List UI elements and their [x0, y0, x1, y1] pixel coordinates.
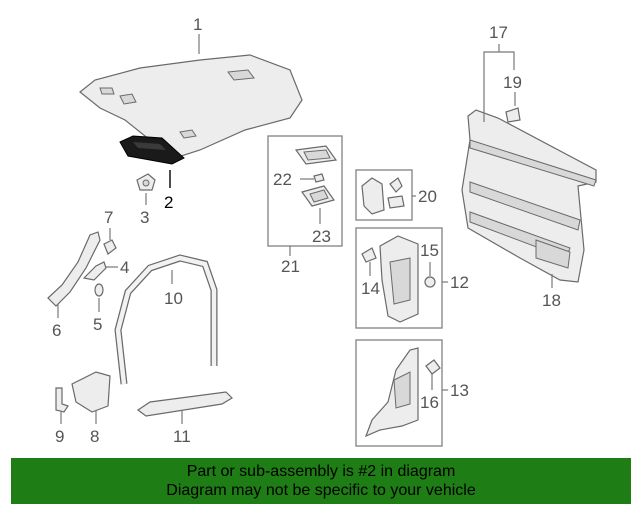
- callout-7: 7: [104, 208, 113, 227]
- clip-14-part[interactable]: [361, 247, 377, 263]
- callout-11: 11: [173, 427, 191, 446]
- weatherstrip-part[interactable]: [114, 254, 218, 385]
- b-pillar-lower-box: [355, 339, 443, 447]
- visor-holder-part[interactable]: [136, 173, 156, 191]
- callout-16: 16: [420, 393, 439, 412]
- b-pillar-box: [355, 227, 443, 329]
- info-banner: Part or sub-assembly is #2 in diagram Di…: [11, 458, 631, 504]
- clip-9-part[interactable]: [55, 387, 69, 413]
- clip-19-part[interactable]: [505, 107, 521, 123]
- part-20-box: [355, 169, 413, 221]
- callout-19: 19: [503, 73, 522, 92]
- callout-6: 6: [52, 321, 61, 340]
- b-pillar-upper-part[interactable]: [379, 235, 419, 323]
- callout-8: 8: [90, 427, 99, 446]
- callout-18: 18: [542, 291, 561, 310]
- back-panel-part[interactable]: [461, 109, 597, 283]
- callout-15: 15: [420, 241, 439, 260]
- callout-12: 12: [450, 273, 469, 292]
- callout-2: 2: [164, 193, 173, 212]
- kick-panel-part[interactable]: [71, 371, 111, 413]
- sun-visor-part[interactable]: [119, 135, 185, 165]
- callout-22: 22: [273, 170, 292, 189]
- lens-23-part[interactable]: [301, 185, 335, 207]
- a-pillar-trim-part[interactable]: [47, 231, 101, 307]
- headliner-part[interactable]: [79, 54, 303, 159]
- grommet-5-part[interactable]: [94, 283, 104, 297]
- scuff-plate-part[interactable]: [136, 391, 233, 417]
- callout-3: 3: [140, 208, 149, 227]
- callout-14: 14: [361, 279, 380, 298]
- dome-lamp-part[interactable]: [294, 145, 338, 165]
- fastener-15-part[interactable]: [424, 276, 436, 288]
- callout-20: 20: [418, 187, 437, 206]
- clip-16-part[interactable]: [425, 359, 441, 375]
- callout-10: 10: [164, 289, 183, 308]
- callout-4: 4: [120, 258, 129, 277]
- banner-line-2: Diagram may not be specific to your vehi…: [166, 482, 476, 499]
- callout-5: 5: [93, 315, 102, 334]
- callout-13: 13: [450, 381, 469, 400]
- dome-lamp-box: [267, 135, 343, 247]
- callout-1: 1: [193, 15, 202, 34]
- clip-7-part[interactable]: [103, 239, 117, 255]
- callout-9: 9: [55, 427, 64, 446]
- bracket-4-part[interactable]: [82, 261, 107, 281]
- callout-23: 23: [312, 227, 331, 246]
- bracket-20-part[interactable]: [361, 177, 405, 215]
- parts-diagram: 1 2 3 6 7 4 5 10 8: [47, 15, 597, 447]
- bulb-22-part[interactable]: [313, 173, 325, 183]
- callout-17: 17: [489, 23, 508, 42]
- banner-line-1: Part or sub-assembly is #2 in diagram: [186, 463, 456, 480]
- callout-21: 21: [281, 257, 300, 276]
- b-pillar-lower-part[interactable]: [364, 347, 419, 438]
